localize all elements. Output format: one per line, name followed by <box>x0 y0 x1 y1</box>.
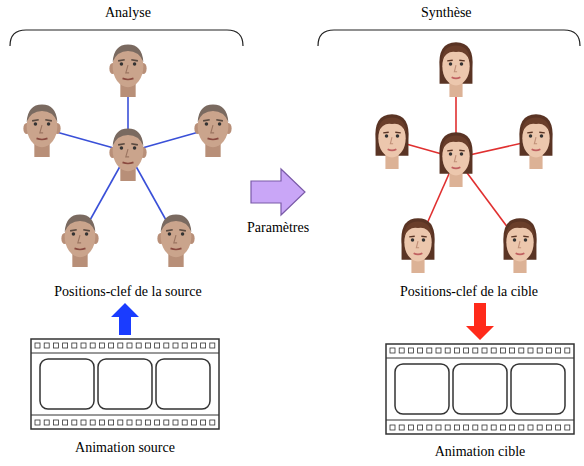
flow-arrow <box>111 303 139 335</box>
face <box>109 44 146 97</box>
face <box>375 114 408 169</box>
face <box>23 104 60 157</box>
face <box>401 218 434 273</box>
face <box>109 128 146 181</box>
node-label: Animation source <box>73 440 177 456</box>
face <box>519 114 552 169</box>
face <box>503 218 536 273</box>
face <box>439 42 472 97</box>
face <box>194 104 231 157</box>
group-heading: Synthèse <box>419 5 474 21</box>
film-strip <box>385 343 575 435</box>
flow-arrow <box>466 303 494 340</box>
node-label: Positions-clef de la source <box>52 284 203 300</box>
key-positions-node: Positions-clef de la cible <box>308 45 580 300</box>
target-links <box>392 68 536 244</box>
face <box>61 214 98 267</box>
node-label: Positions-clef de la cible <box>398 284 540 300</box>
face <box>439 132 472 187</box>
group-heading: Analyse <box>103 5 153 21</box>
film-strip <box>30 338 220 430</box>
flow-arrow <box>251 169 305 215</box>
edge-label: Paramètres <box>245 220 311 236</box>
face <box>157 214 194 267</box>
key-positions-node: Positions-clef de la source <box>8 45 248 300</box>
animation-node: Animation cible <box>380 343 580 460</box>
bracket <box>10 30 243 46</box>
animation-node: Animation source <box>25 338 225 456</box>
node-label: Animation cible <box>433 444 528 460</box>
